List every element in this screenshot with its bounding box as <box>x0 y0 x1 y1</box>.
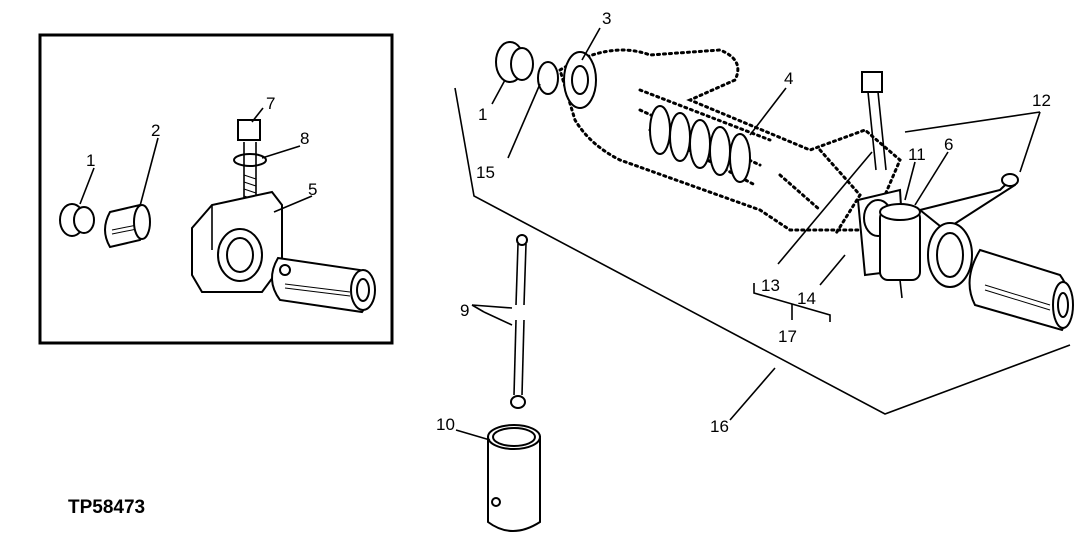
inset-support <box>191 190 283 293</box>
rocker-arm <box>917 173 1019 288</box>
hold-down-bolt <box>861 71 887 171</box>
inset-callout-7: 7 <box>266 94 275 113</box>
callout-12: 12 <box>1032 91 1051 110</box>
inset-plug <box>59 203 95 237</box>
main-assembly: 1 15 3 4 12 11 6 13 14 17 16 9 10 <box>436 9 1074 532</box>
inset-callout-5: 5 <box>308 180 317 199</box>
push-rod <box>510 234 528 409</box>
inset-frame <box>38 33 394 345</box>
callout-9: 9 <box>460 301 469 320</box>
callout-15: 15 <box>476 163 495 182</box>
callout-10: 10 <box>436 415 455 434</box>
callout-14: 14 <box>797 289 816 308</box>
front-plug <box>495 41 597 109</box>
rocker-spring <box>649 105 751 183</box>
rocker-support <box>856 188 921 299</box>
inset-detail: 1 2 7 8 5 <box>38 33 394 345</box>
callout-3: 3 <box>602 9 611 28</box>
callout-6: 6 <box>944 135 953 154</box>
callout-17: 17 <box>778 327 797 346</box>
callout-16: 16 <box>710 417 729 436</box>
inset-callout-1: 1 <box>86 151 95 170</box>
callout-13: 13 <box>761 276 780 295</box>
inset-bushing <box>104 203 151 249</box>
inset-shaft <box>271 256 376 314</box>
cam-follower <box>487 424 541 532</box>
rear-shaft <box>968 248 1074 332</box>
callout-4: 4 <box>784 69 793 88</box>
callout-1: 1 <box>478 105 487 124</box>
callout-11: 11 <box>908 145 926 164</box>
figure-reference: TP58473 <box>68 497 145 518</box>
inset-callout-2: 2 <box>151 121 160 140</box>
inset-callout-8: 8 <box>300 129 309 148</box>
